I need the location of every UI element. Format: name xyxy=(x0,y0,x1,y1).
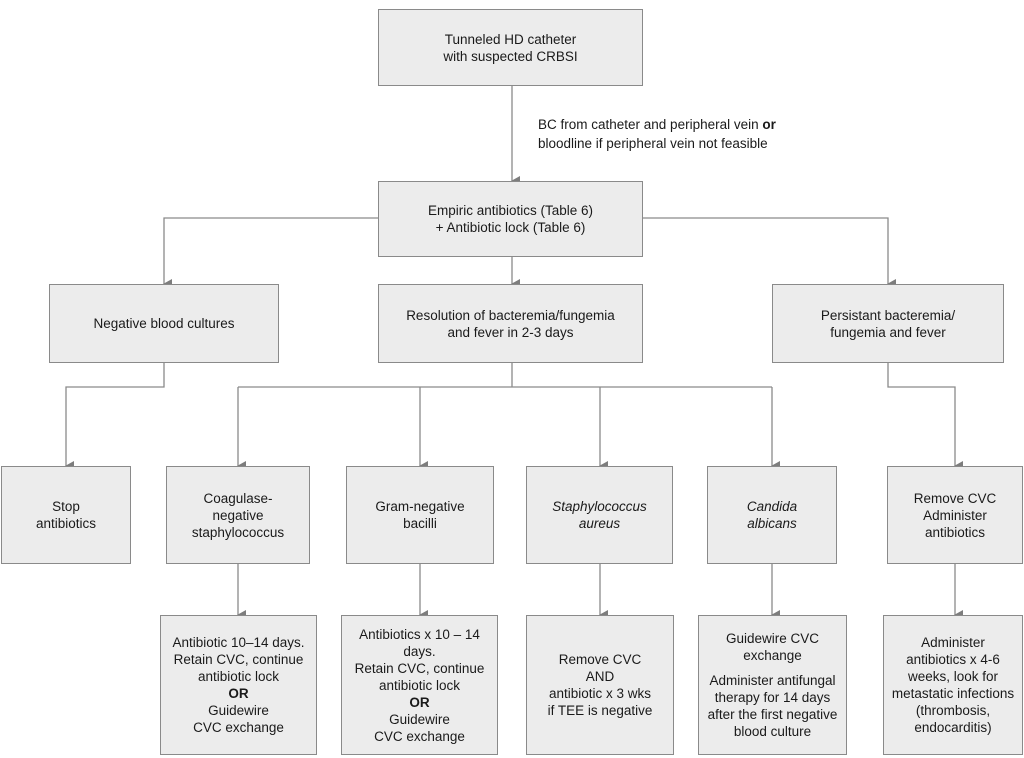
node-persistant: Persistant bacteremia/ fungemia and feve… xyxy=(772,284,1004,363)
node-candida-treatment: Guidewire CVC exchange Administer antifu… xyxy=(698,615,847,755)
node-persistant-treatment: Administer antibiotics x 4-6 weeks, look… xyxy=(883,615,1023,755)
coag-tx-line: Guidewire xyxy=(208,703,269,718)
node-coagulase-line: Coagulase- xyxy=(203,490,273,506)
candida-tx-line: Guidewire CVC xyxy=(725,631,820,646)
node-start: Tunneled HD catheter with suspected CRBS… xyxy=(378,9,643,86)
persist-tx-line: metastatic infections xyxy=(891,686,1015,701)
node-coagulase-line: staphylococcus xyxy=(191,524,285,540)
candida-tx-line: therapy for 14 days xyxy=(714,690,831,705)
node-remove-cvc-line: Administer xyxy=(923,507,987,523)
node-start-line: with suspected CRBSI xyxy=(443,48,578,64)
node-gram-line: Gram-negative xyxy=(375,499,465,514)
gram-tx-line: CVC exchange xyxy=(374,728,465,744)
staph-tx-line: AND xyxy=(585,669,615,684)
persist-tx-line: Administer xyxy=(921,635,985,650)
node-remove-cvc: Remove CVC Administer antibiotics xyxy=(887,466,1023,564)
node-persistant-line: fungemia and fever xyxy=(830,324,946,340)
coag-tx-line: CVC exchange xyxy=(193,720,284,735)
coag-tx-line: Antibiotic 10–14 days. xyxy=(172,635,305,650)
candida-tx-line: blood culture xyxy=(733,724,812,739)
gram-tx-line: Guidewire xyxy=(389,711,450,727)
node-coagulase-negative: Coagulase- negative staphylococcus xyxy=(166,466,310,564)
blood-culture-instruction: BC from catheter and peripheral vein or … xyxy=(538,115,776,153)
candida-tx-line: after the first negative xyxy=(707,707,838,722)
node-staph-treatment: Remove CVC AND antibiotic x 3 wks if TEE… xyxy=(526,615,674,755)
node-stop-antibiotics: Stop antibiotics xyxy=(1,466,131,564)
edge-empiric-to-persistant xyxy=(643,217,896,289)
node-coagulase-line: negative xyxy=(212,507,264,523)
coag-tx-or: OR xyxy=(228,686,249,701)
node-empiric-antibiotics: Empiric antibiotics (Table 6) + Antibiot… xyxy=(378,181,643,257)
node-stop-line: Stop xyxy=(52,499,80,514)
node-staph-line: aureus xyxy=(578,516,621,531)
node-start-line: Tunneled HD catheter xyxy=(444,31,577,47)
node-remove-cvc-line: antibiotics xyxy=(924,524,986,540)
persist-tx-line: endocarditis) xyxy=(914,720,992,735)
node-remove-cvc-line: Remove CVC xyxy=(913,490,997,506)
staph-tx-line: antibiotic x 3 wks xyxy=(548,686,652,701)
edge-persistant-to-remove xyxy=(887,363,963,471)
node-coagulase-treatment: Antibiotic 10–14 days. Retain CVC, conti… xyxy=(160,615,317,755)
persist-tx-line: weeks, look for xyxy=(907,669,999,684)
node-staph-line: Staphylococcus xyxy=(552,499,647,514)
instruction-or: or xyxy=(762,117,776,132)
node-persistant-line: Persistant bacteremia/ xyxy=(820,307,956,323)
node-negative-line: Negative blood cultures xyxy=(93,316,235,331)
node-negative-blood-cultures: Negative blood cultures xyxy=(49,284,279,363)
gram-tx-line: antibiotic lock xyxy=(378,677,461,693)
edge-empiric-to-negative xyxy=(163,217,378,289)
gram-tx-line: days. xyxy=(403,643,436,659)
candida-tx-line: exchange xyxy=(743,648,802,663)
gram-tx-or: OR xyxy=(409,694,430,710)
persist-tx-line: (thrombosis, xyxy=(915,703,991,718)
node-candida-albicans: Candida albicans xyxy=(707,466,837,564)
node-gram-line: bacilli xyxy=(403,516,437,531)
node-resolution-line: Resolution of bacteremia/fungemia xyxy=(406,307,615,323)
staph-tx-line: Remove CVC xyxy=(558,652,642,667)
gram-tx-line: Antibiotics x 10 – 14 xyxy=(359,626,480,642)
candida-tx-line: Administer antifungal xyxy=(709,673,836,688)
node-gram-negative: Gram-negative bacilli xyxy=(346,466,494,564)
node-candida-line: Candida xyxy=(746,499,798,514)
node-gram-treatment: Antibiotics x 10 – 14 days. Retain CVC, … xyxy=(341,615,498,755)
staph-tx-line: if TEE is negative xyxy=(547,703,653,718)
gram-tx-line: Retain CVC, continue xyxy=(354,660,485,676)
edge-negative-to-stop xyxy=(65,363,165,471)
node-resolution: Resolution of bacteremia/fungemia and fe… xyxy=(378,284,643,363)
node-empiric-line: Empiric antibiotics (Table 6) xyxy=(427,203,594,218)
node-empiric-line: + Antibiotic lock (Table 6) xyxy=(435,220,586,235)
node-resolution-line: and fever in 2-3 days xyxy=(447,324,574,340)
persist-tx-line: antibiotics x 4-6 xyxy=(906,652,1000,667)
instruction-line-2: bloodline if peripheral vein not feasibl… xyxy=(538,136,768,151)
instruction-line-1: BC from catheter and peripheral vein or xyxy=(538,117,776,132)
coag-tx-line: antibiotic lock xyxy=(197,669,280,684)
coag-tx-line: Retain CVC, continue xyxy=(173,652,304,667)
node-candida-line: albicans xyxy=(747,516,797,531)
node-staphylococcus-aureus: Staphylococcus aureus xyxy=(526,466,673,564)
node-stop-line: antibiotics xyxy=(35,516,97,531)
